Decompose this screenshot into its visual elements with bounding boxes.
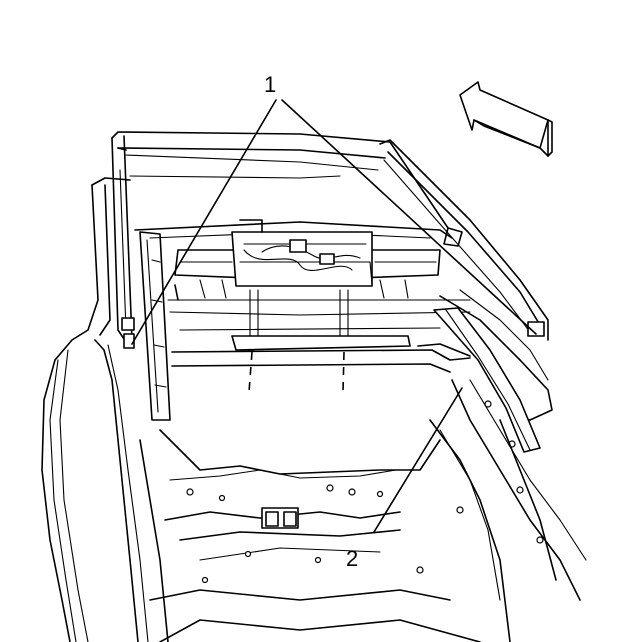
callout-1-leader-right xyxy=(281,99,537,335)
callout-2: 2 xyxy=(346,387,463,571)
callout-1-leader-left xyxy=(131,99,277,345)
roof-panel-center xyxy=(167,219,471,393)
floor-structure xyxy=(139,379,587,642)
front-direction-arrow-icon xyxy=(459,81,553,157)
callout-2-label: 2 xyxy=(346,546,358,571)
callout-1-label: 1 xyxy=(264,72,276,97)
callout-1: 1 xyxy=(131,72,537,345)
callout-2-leader xyxy=(373,387,463,533)
trim-strip-part xyxy=(433,307,541,453)
right-roof-rail xyxy=(379,139,553,421)
roof-frame xyxy=(41,131,453,642)
